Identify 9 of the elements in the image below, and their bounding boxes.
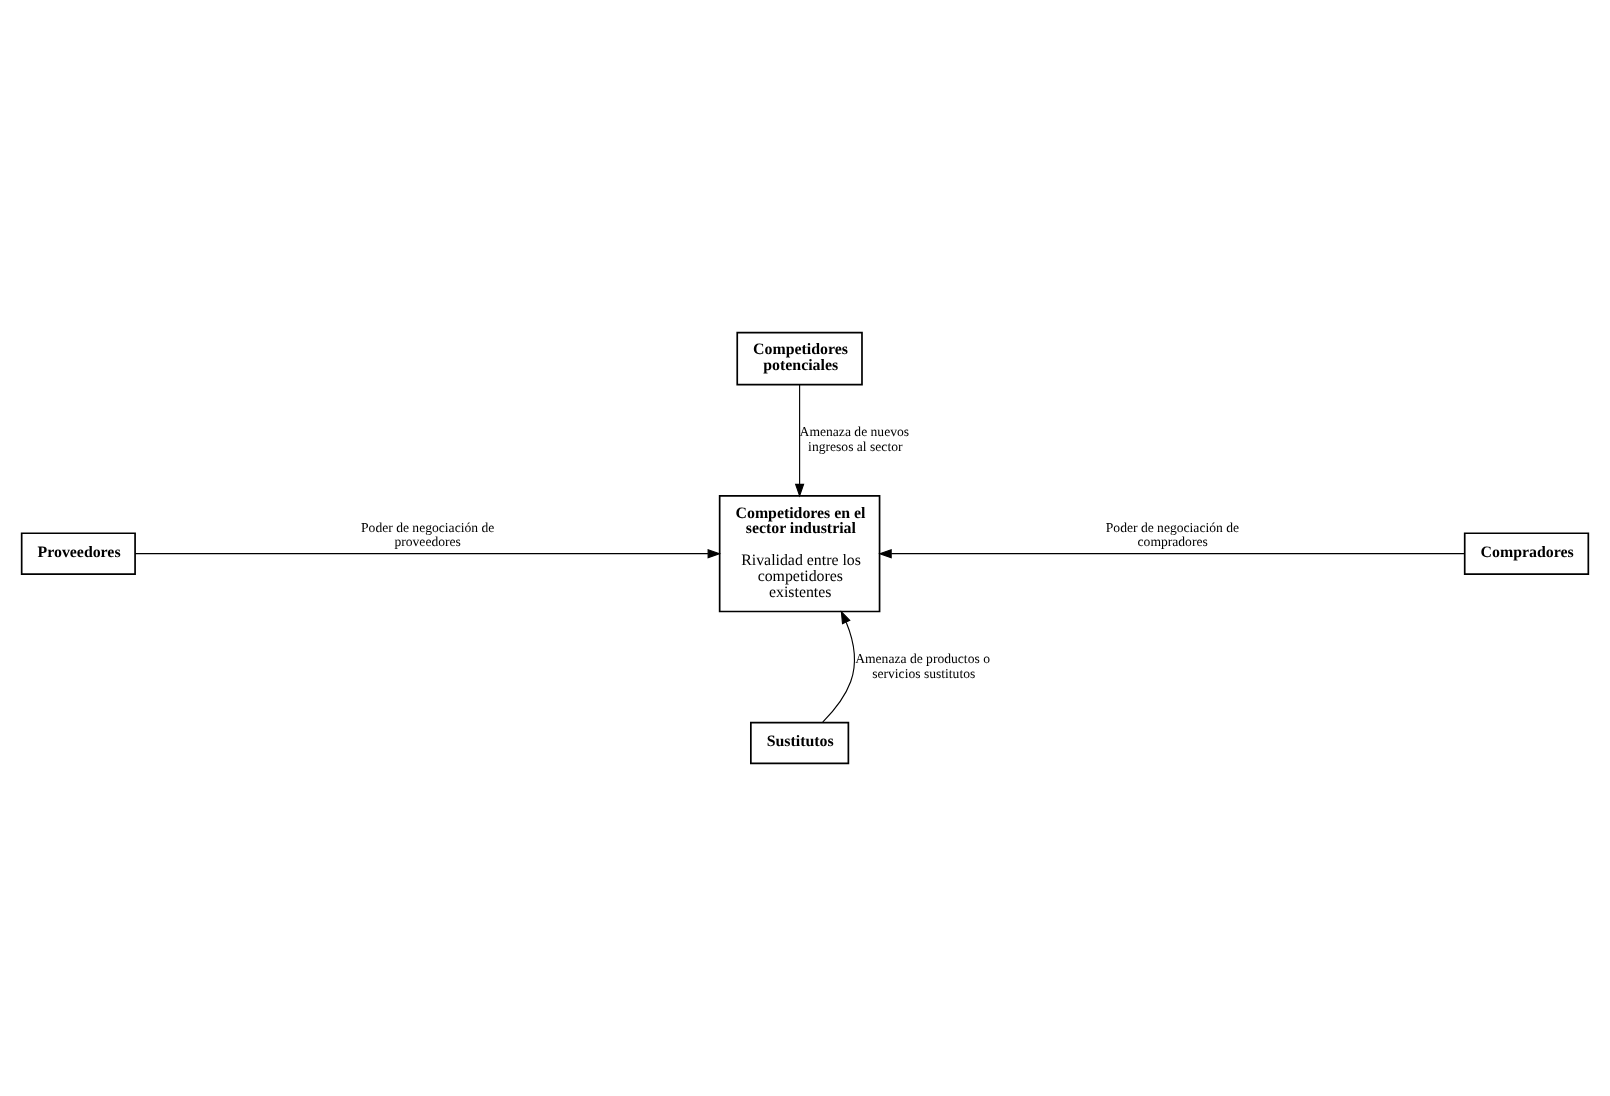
arrow — [878, 548, 1466, 559]
node-box: Competidores potenciales — [736, 331, 863, 386]
node-box: Proveedores — [20, 532, 136, 575]
arrow — [794, 384, 805, 498]
node-box: Compradores — [1463, 532, 1590, 575]
node-box: Sustitutos — [750, 721, 850, 765]
node-box: Competidores en el sector industrial Rivalidad entre los competidores existentes — [718, 495, 881, 613]
arrow — [134, 548, 722, 559]
arrow — [822, 610, 855, 723]
